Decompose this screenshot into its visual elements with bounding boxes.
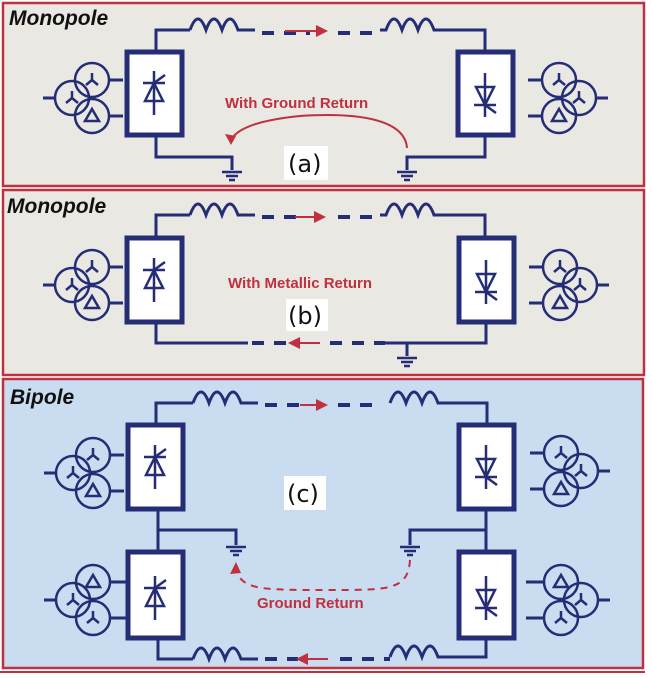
panel-a-monopole-ground-return: Monopole With Ground Return (a) [1,1,646,188]
current-arrow-return [288,337,300,349]
panel-c-caption: Ground Return [257,595,364,612]
transformer-right-lower [526,563,610,637]
ground-return-path [232,114,408,149]
panel-a-title: Monopole [9,7,108,30]
panel-b-frame [1,188,646,377]
panel-c-frame [1,377,645,670]
panel-a-caption: With Ground Return [225,95,368,112]
transformer-left-lower [44,563,128,637]
panel-b-monopole-metallic-return: Monopole With Metallic Return (b) [1,188,646,377]
panel-c-title: Bipole [10,386,74,409]
current-arrow-forward [316,25,328,37]
panel-c-bipole: Bipole [0,377,645,673]
rectifier-upper [125,422,186,512]
smoothing-reactor-left [188,17,255,35]
panel-b-label: (b) [288,302,322,330]
panel-c-label: (c) [287,480,319,508]
panel-a-label: (a) [288,150,321,178]
panel-b-title: Monopole [7,195,106,218]
smoothing-reactor-right [380,17,487,52]
ground-return-path [239,559,411,591]
panel-b-caption: With Metallic Return [228,275,372,292]
